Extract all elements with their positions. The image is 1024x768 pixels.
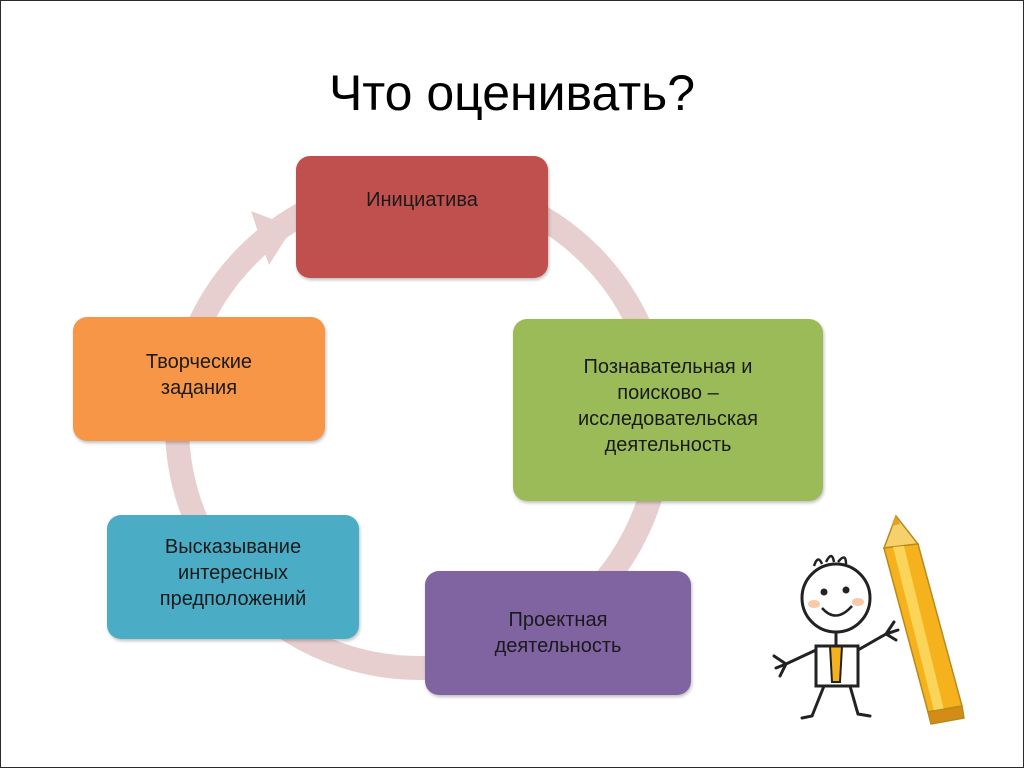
cycle-node-creative: Творческие задания (73, 317, 325, 441)
cycle-node-research: Познавательная и поисково – исследовател… (513, 319, 823, 501)
cycle-node-label: Познавательная и поисково – исследовател… (577, 356, 759, 456)
pencil-icon (882, 514, 965, 725)
cycle-node-label: Проектная деятельность (494, 609, 622, 657)
cycle-node-label: Инициатива (366, 189, 478, 211)
cycle-node-project: Проектная деятельность (425, 571, 691, 695)
slide-title: Что оценивать? (328, 65, 696, 121)
cycle-node-initiative: Инициатива (296, 156, 548, 278)
cycle-arrowhead (251, 211, 293, 265)
cycle-node-label: Высказывание интересных предположений (159, 536, 307, 610)
cycle-node-hypothesis: Высказывание интересных предположений (107, 515, 359, 639)
cycle-node-label: Творческие задания (145, 351, 253, 399)
kid-icon (772, 554, 900, 720)
kid-with-pencil-illustration (772, 514, 965, 725)
